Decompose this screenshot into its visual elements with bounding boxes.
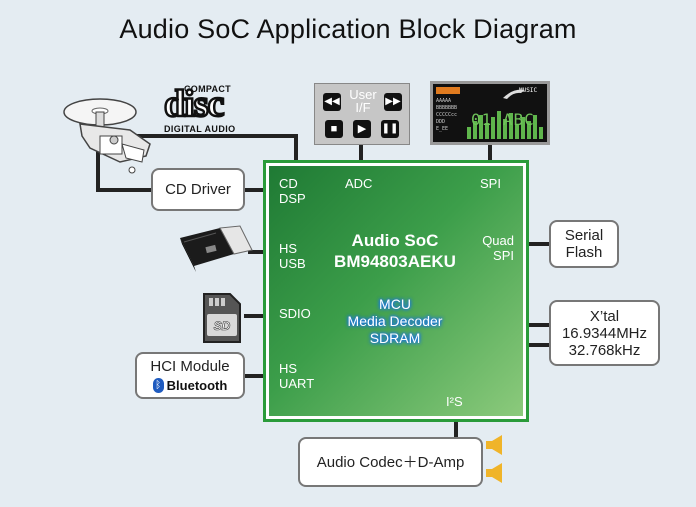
audio-codec-label: Audio Codec＋D-Amp	[316, 453, 465, 471]
stop-icon: ■	[325, 120, 343, 138]
sd-card-icon: SD	[203, 293, 241, 343]
xtal-freq-1: 16.9344MHz	[561, 324, 648, 342]
usb-stick-icon	[180, 225, 253, 272]
logo-disc-text: disc	[163, 83, 226, 126]
soc-name: Audio SoC	[351, 231, 439, 250]
soc-function-mcu: MCU	[379, 296, 411, 312]
cd-driver-label: CD Driver	[165, 181, 231, 198]
soc-title: Audio SoC BM94803AEKU	[300, 230, 490, 272]
pin-spi: SPI	[480, 176, 501, 191]
lcd-wing-icon	[503, 89, 525, 99]
lcd-display: AAAAA BBBBBBB CCCCCcc DDD E_EE MUSIC 01 …	[430, 81, 550, 145]
soc-part-number: BM94803AEKU	[334, 252, 456, 271]
pin-cd-dsp: CD DSP	[279, 176, 306, 206]
fast-forward-icon: ▶▶	[384, 93, 402, 111]
soc-function-sdram: SDRAM	[369, 330, 421, 346]
serial-flash-block: Serial Flash	[549, 220, 619, 268]
xtal-label: X’tal	[589, 307, 620, 325]
soc-chip	[269, 166, 523, 416]
cd-drive-mechanism-icon	[63, 98, 151, 174]
compact-disc-logo: COMPACT disc DIGITAL AUDIO	[162, 83, 244, 138]
user-if-label: User I/F	[349, 87, 377, 115]
svg-text:SD: SD	[214, 319, 231, 333]
soc-function-decoder: Media Decoder	[347, 313, 443, 329]
logo-compact-text: COMPACT	[184, 84, 231, 94]
pin-i2s: I²S	[446, 394, 463, 409]
logo-digital-audio-text: DIGITAL AUDIO	[164, 124, 236, 134]
cd-driver-block: CD Driver	[151, 168, 245, 211]
audio-codec-block: Audio Codec＋D-Amp	[298, 437, 483, 487]
bluetooth-logo: ᛒ Bluetooth	[152, 377, 228, 394]
soc-functions: MCU Media Decoder SDRAM	[300, 296, 490, 347]
user-interface-panel: User I/F ◀◀ ▶▶ ■ ▶ ❚❚	[314, 83, 410, 145]
hci-module-label: HCI Module	[150, 357, 230, 375]
lcd-track-text: 01 ABC	[471, 110, 535, 129]
hci-module-block: HCI Module ᛒ Bluetooth	[135, 352, 245, 399]
pin-hs-uart: HS UART	[279, 361, 315, 391]
lcd-music-tag: MUSIC	[519, 87, 538, 94]
rewind-icon: ◀◀	[323, 93, 341, 111]
serial-flash-label-line2: Flash	[565, 244, 603, 261]
pin-hs-usb: HS USB	[279, 241, 306, 271]
serial-flash-label-line1: Serial	[564, 227, 604, 244]
diagram-title: Audio SoC Application Block Diagram	[119, 14, 577, 44]
pin-quad-spi: Quad SPI	[482, 233, 514, 263]
bluetooth-text: Bluetooth	[166, 377, 228, 393]
speaker-icon	[486, 435, 502, 483]
pin-adc: ADC	[345, 176, 373, 191]
pause-icon: ❚❚	[381, 120, 399, 138]
xtal-freq-2: 32.768kHz	[568, 341, 641, 359]
xtal-block: X’tal 16.9344MHz 32.768kHz	[549, 300, 660, 366]
play-icon: ▶	[353, 120, 371, 138]
bluetooth-icon: ᛒ	[152, 377, 164, 393]
pin-sdio: SDIO	[279, 306, 311, 321]
lcd-header-bar	[436, 87, 460, 94]
